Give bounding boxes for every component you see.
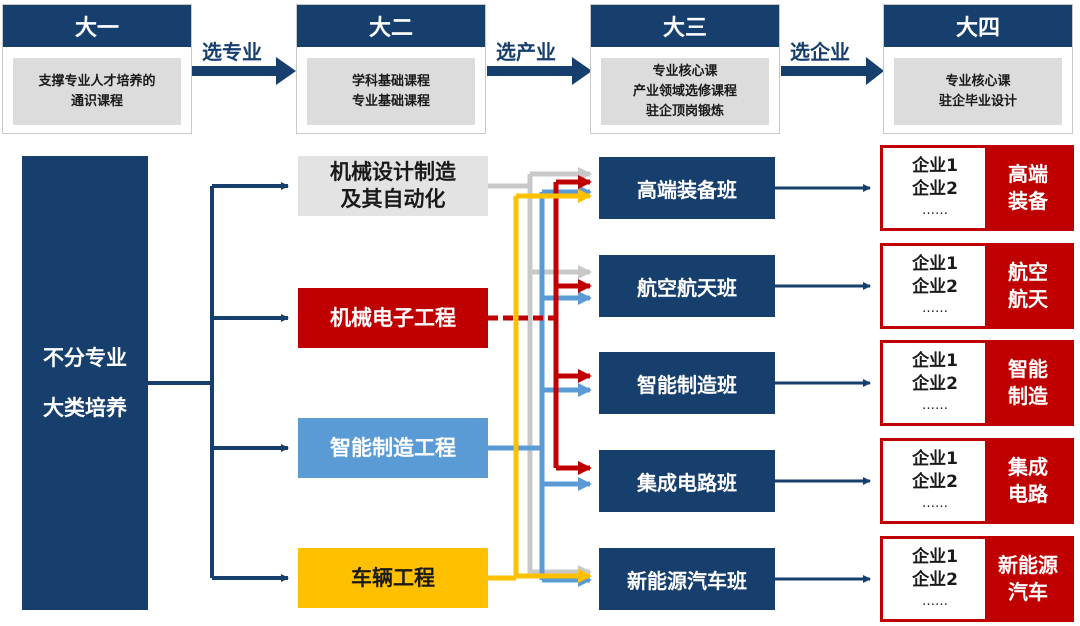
enterprise-list: 企业1 企业2 …… <box>885 246 985 326</box>
enterprise-ellipsis: …… <box>922 594 948 609</box>
enterprise-box: 企业1 企业2 …… 集成 电路 <box>880 438 1074 524</box>
class-aerospace: 航空航天班 <box>599 255 775 317</box>
major-vehicle-engineering: 车辆工程 <box>298 548 488 608</box>
course-line: 通识课程 <box>70 93 123 109</box>
enterprise-list: 企业1 企业2 …… <box>885 343 985 423</box>
red-links <box>488 175 592 475</box>
enterprise-item: 企业1 <box>912 156 958 176</box>
enterprise-item: 企业2 <box>912 374 958 394</box>
yellow-links <box>488 189 592 583</box>
foundation-line: 大类培养 <box>43 396 127 420</box>
step-arrows <box>192 57 884 85</box>
course-line: 产业领域选修课程 <box>632 83 737 99</box>
major-line: 机械电子工程 <box>330 305 456 330</box>
course-line: 驻企毕业设计 <box>938 93 1017 109</box>
major-line: 机械设计制造 <box>330 160 456 184</box>
industry-tag: 新能源 汽车 <box>985 539 1071 619</box>
step-label-choose-major: 选专业 <box>202 40 262 64</box>
year-courses: 专业核心课 产业领域选修课程 驻企顶岗锻炼 <box>601 58 769 125</box>
major-intelligent-manufacturing: 智能制造工程 <box>298 418 488 478</box>
year-title: 大三 <box>591 5 779 47</box>
enterprise-item: 企业1 <box>912 449 958 469</box>
foundation-block: 不分专业 大类培养 <box>22 156 148 610</box>
industry-tag-line: 制造 <box>1008 384 1048 408</box>
industry-tag-line: 航空 <box>1008 260 1048 284</box>
industry-tag-line: 高端 <box>1008 162 1048 186</box>
industry-tag-line: 新能源 <box>998 553 1058 577</box>
major-line: 智能制造工程 <box>330 435 456 460</box>
course-line: 专业基础课程 <box>351 93 430 109</box>
major-mechanical-design: 机械设计制造 及其自动化 <box>298 156 488 216</box>
enterprise-list: 企业1 企业2 …… <box>885 148 985 228</box>
industry-tag-line: 航天 <box>1008 287 1048 311</box>
year-title: 大一 <box>3 5 191 47</box>
course-line: 支撑专业人才培养的 <box>38 73 156 89</box>
year-card-2: 大二 学科基础课程 专业基础课程 <box>296 4 486 134</box>
enterprise-box: 企业1 企业2 …… 智能 制造 <box>880 340 1074 426</box>
industry-tag: 智能 制造 <box>985 343 1071 423</box>
industry-tag: 高端 装备 <box>985 148 1071 228</box>
year-courses: 专业核心课 驻企毕业设计 <box>894 58 1062 125</box>
course-line: 专业核心课 <box>652 63 718 79</box>
enterprise-item: 企业1 <box>912 351 958 371</box>
major-mechatronics: 机械电子工程 <box>298 288 488 348</box>
enterprise-box: 企业1 企业2 …… 航空 航天 <box>880 243 1074 329</box>
year-title: 大四 <box>884 5 1072 47</box>
year-courses: 支撑专业人才培养的 通识课程 <box>13 58 181 125</box>
enterprise-ellipsis: …… <box>922 301 948 316</box>
major-line: 及其自动化 <box>340 187 446 211</box>
industry-tag-line: 汽车 <box>1008 580 1048 604</box>
enterprise-ellipsis: …… <box>922 496 948 511</box>
enterprise-item: 企业1 <box>912 254 958 274</box>
year-card-1: 大一 支撑专业人才培养的 通识课程 <box>2 4 192 134</box>
enterprise-box: 企业1 企业2 …… 高端 装备 <box>880 145 1074 231</box>
foundation-line: 不分专业 <box>43 346 127 370</box>
course-line: 驻企顶岗锻炼 <box>645 103 724 119</box>
class-integrated-circuit: 集成电路班 <box>599 450 775 512</box>
course-line: 学科基础课程 <box>351 73 430 89</box>
year-card-4: 大四 专业核心课 驻企毕业设计 <box>883 4 1073 134</box>
enterprise-ellipsis: …… <box>922 398 948 413</box>
class-enterprise-arrows <box>775 184 871 583</box>
industry-tag-line: 电路 <box>1008 482 1048 506</box>
enterprise-item: 企业2 <box>912 472 958 492</box>
enterprise-list: 企业1 企业2 …… <box>885 441 985 521</box>
major-line: 车辆工程 <box>351 565 435 590</box>
class-high-end-equipment: 高端装备班 <box>599 157 775 219</box>
class-intelligent-manufacturing: 智能制造班 <box>599 352 775 414</box>
enterprise-item: 企业2 <box>912 179 958 199</box>
foundation-tree <box>148 182 289 582</box>
blue-links <box>488 185 592 587</box>
class-new-energy-vehicle: 新能源汽车班 <box>599 548 775 610</box>
enterprise-item: 企业2 <box>912 277 958 297</box>
enterprise-ellipsis: …… <box>922 203 948 218</box>
year-card-3: 大三 专业核心课 产业领域选修课程 驻企顶岗锻炼 <box>590 4 780 134</box>
enterprise-item: 企业1 <box>912 547 958 567</box>
step-label-choose-industry: 选产业 <box>496 40 556 64</box>
industry-tag-line: 集成 <box>1008 455 1048 479</box>
course-line: 专业核心课 <box>945 73 1011 89</box>
industry-tag-line: 装备 <box>1008 189 1048 213</box>
industry-tag: 航空 航天 <box>985 246 1071 326</box>
industry-tag-line: 智能 <box>1008 357 1048 381</box>
enterprise-list: 企业1 企业2 …… <box>885 539 985 619</box>
enterprise-box: 企业1 企业2 …… 新能源 汽车 <box>880 536 1074 622</box>
year-courses: 学科基础课程 专业基础课程 <box>307 58 475 125</box>
year-title: 大二 <box>297 5 485 47</box>
industry-tag: 集成 电路 <box>985 441 1071 521</box>
step-label-choose-enterprise: 选企业 <box>790 40 850 64</box>
enterprise-item: 企业2 <box>912 570 958 590</box>
